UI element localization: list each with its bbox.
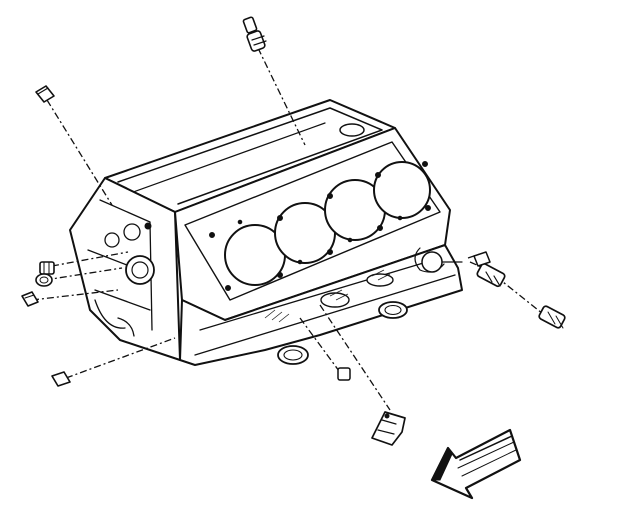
right-plug-icon <box>538 305 566 329</box>
left-plug-top-icon <box>35 85 55 103</box>
small-plug-icon <box>337 367 351 381</box>
left-plug-low-icon <box>35 273 53 287</box>
leader-lines <box>31 47 549 411</box>
bottom-bracket-icon <box>371 411 406 446</box>
deck-bolt-holes <box>209 161 431 291</box>
core-plug-1-icon <box>277 345 309 365</box>
left-plug-mid-icon <box>39 261 55 275</box>
right-sender-icon <box>473 251 506 288</box>
core-plug-2-icon <box>378 301 408 319</box>
engine-block-icon <box>69 99 463 366</box>
left-plug-bottom-icon <box>21 291 39 307</box>
top-sensor-icon <box>242 16 267 52</box>
bottom-plug-icon <box>51 371 71 387</box>
arrow-icon <box>430 428 522 500</box>
